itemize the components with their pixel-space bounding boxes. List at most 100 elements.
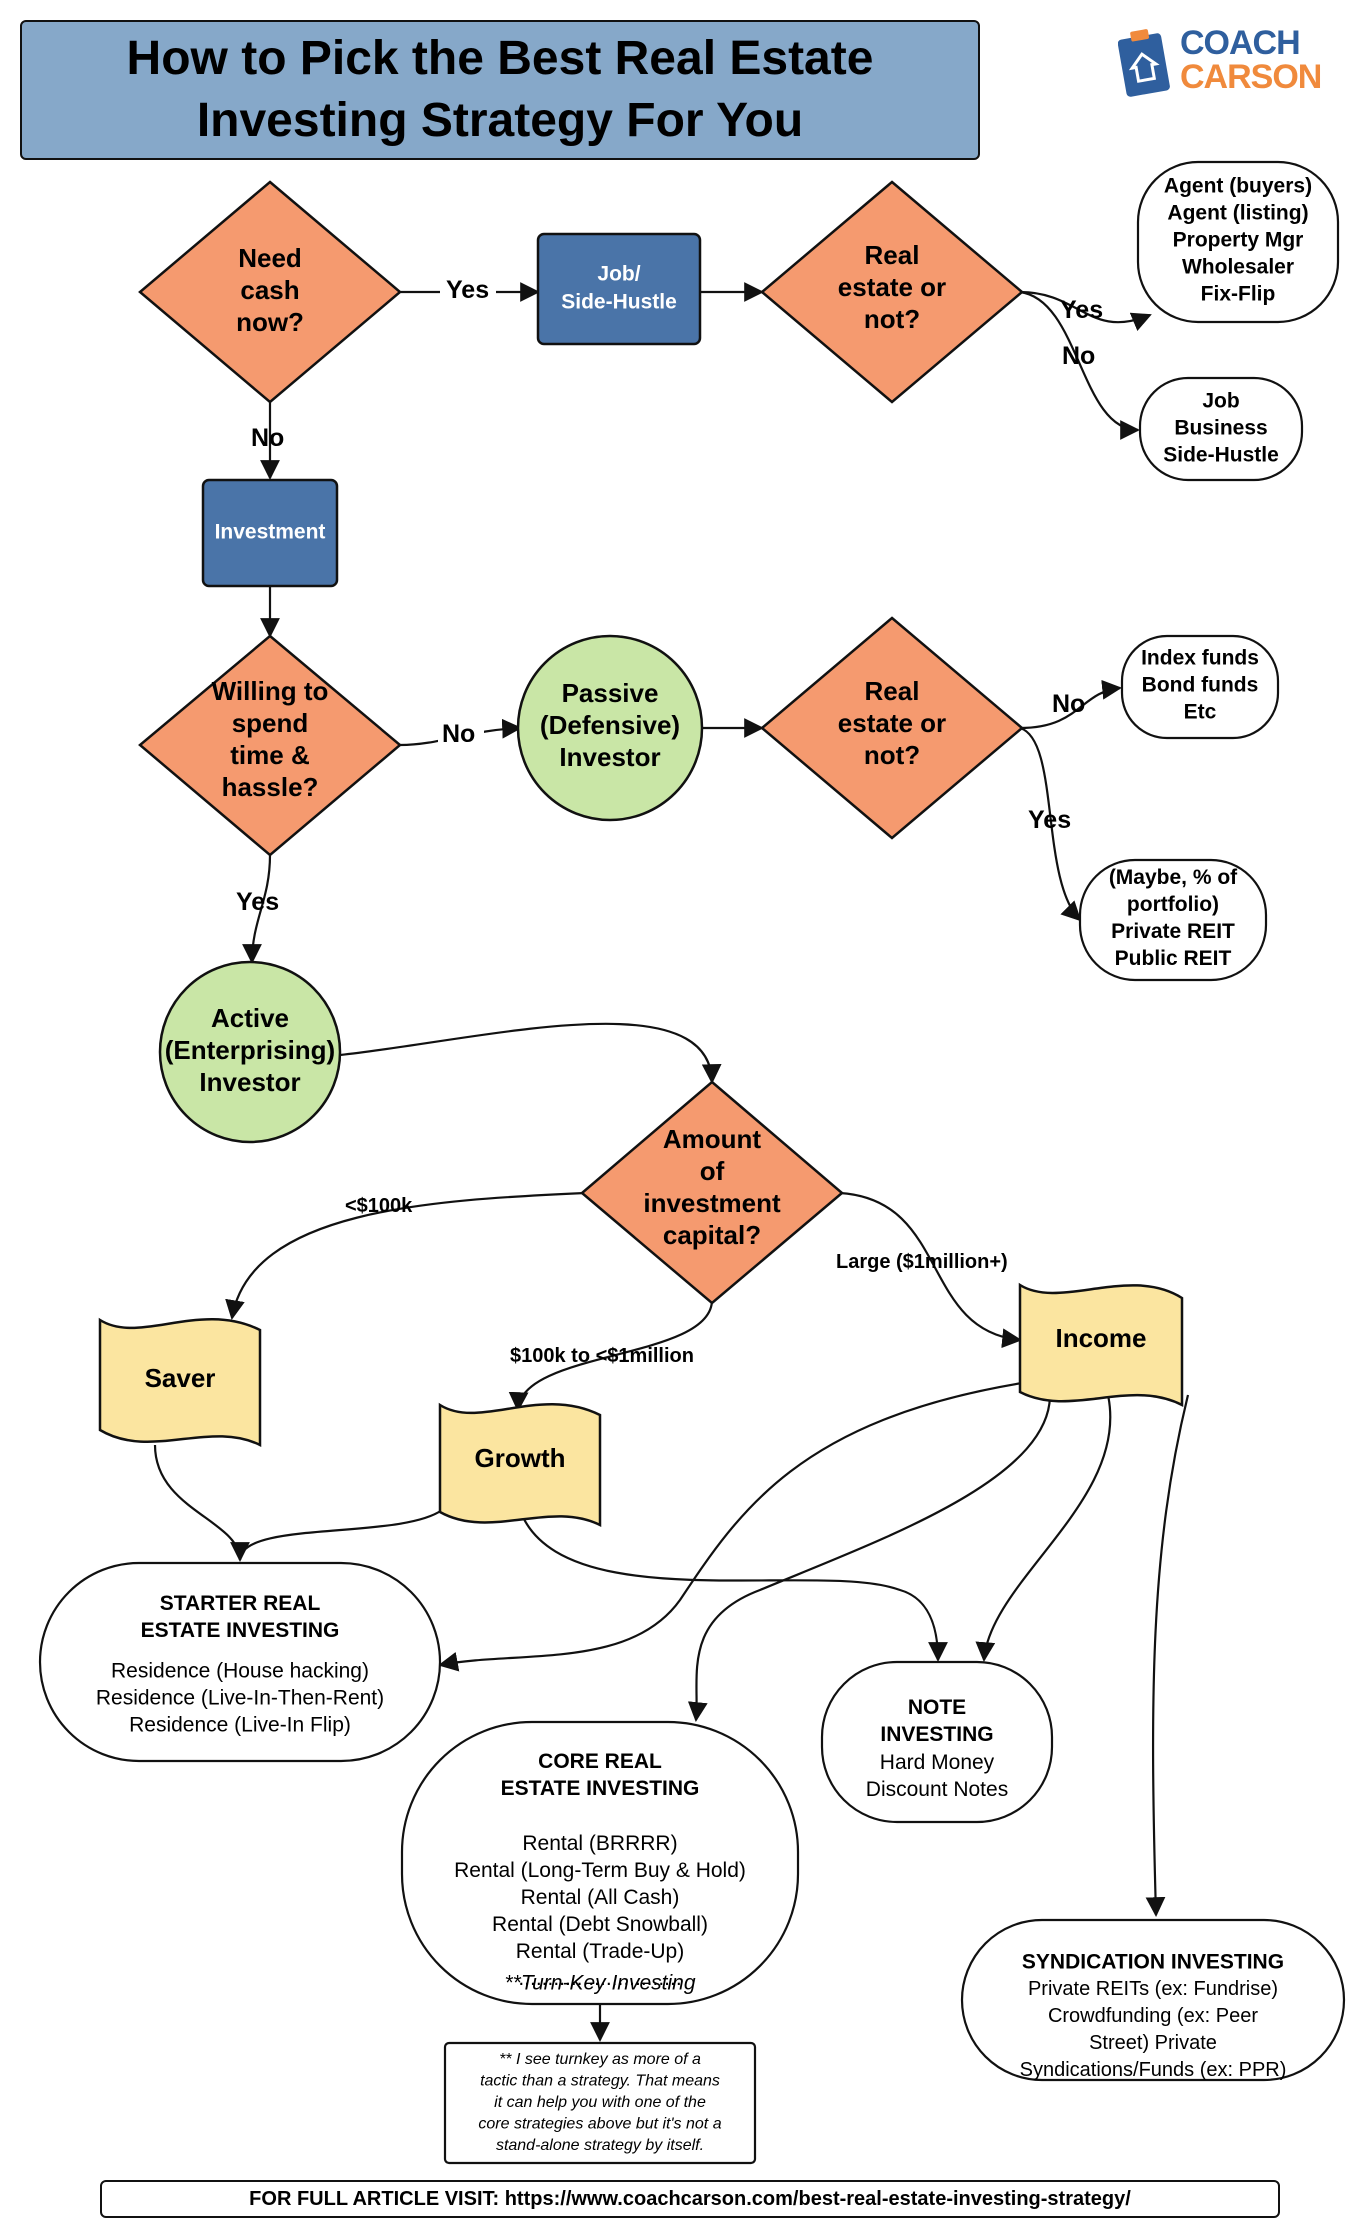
- edge-real-estate-yes: [1019, 290, 1152, 331]
- strategy-note: [820, 1660, 1054, 1824]
- turnkey-note-text-line-1: ** I see turnkey as more of a: [499, 2051, 701, 2068]
- note-items-line-1: Hard Money: [880, 1751, 995, 1774]
- logo-word-coach: COACH: [1180, 24, 1301, 62]
- note-heading-line-2: INVESTING: [880, 1723, 993, 1746]
- edge-capital-to-growth: [508, 1299, 714, 1412]
- core-items-line-2: Rental (Long-Term Buy & Hold): [454, 1859, 746, 1882]
- saver-label-line-1: Saver: [145, 1363, 216, 1393]
- decision-need-cash: [138, 180, 402, 404]
- outcome-agent-label-line-2: Agent (listing): [1167, 202, 1308, 225]
- core-items-line-5: Rental (Trade-Up): [516, 1940, 684, 1963]
- real-estate-1-label-line-3: not?: [864, 304, 920, 334]
- process-job-side-hustle: [536, 232, 702, 346]
- document-growth: [438, 1402, 602, 1528]
- core-heading-line-1: CORE REAL: [538, 1750, 662, 1773]
- outcome-reit-label-line-3: Private REIT: [1111, 920, 1235, 943]
- edge-real-estate-2-no: [1019, 679, 1122, 730]
- real-estate-2-label-line-1: Real: [865, 676, 920, 706]
- outcome-reit-label-line-2: portfolio): [1127, 893, 1219, 916]
- core-items-line-3: Rental (All Cash): [521, 1886, 680, 1909]
- edge-label-mid: $100k to <$1million: [510, 1345, 694, 1367]
- edge-willing-to-active: [242, 854, 272, 964]
- outcome-job: [1138, 376, 1304, 482]
- willing-label-line-2: spend: [232, 708, 309, 738]
- decision-willing: [138, 634, 402, 857]
- job-side-hustle-label-line-2: Side-Hustle: [561, 291, 677, 314]
- turnkey-note-text-line-5: stand-alone strategy by itself.: [496, 2137, 704, 2154]
- note-heading-line-1: NOTE: [908, 1696, 966, 1719]
- decision-real-estate-2: [760, 616, 1024, 840]
- clipboard-house-icon: [1118, 29, 1170, 97]
- core-items-line-6: ............................: [518, 1967, 681, 1990]
- syndication-heading-line-1: SYNDICATION INVESTING: [1022, 1951, 1284, 1974]
- investment-label-line-1: Investment: [215, 521, 326, 544]
- active-label-line-2: (Enterprising): [165, 1035, 335, 1065]
- outcome-agent-label-line-4: Wholesaler: [1182, 256, 1294, 279]
- growth-label-line-1: Growth: [475, 1443, 566, 1473]
- footer-link[interactable]: FOR FULL ARTICLE VISIT: https://www.coac…: [100, 2180, 1280, 2218]
- edge-growth-to-starter: [238, 1509, 443, 1561]
- edge-income-to-note: [975, 1394, 1112, 1662]
- passive-label-line-3: Investor: [559, 742, 660, 772]
- real-estate-1-label-line-2: estate or: [838, 272, 946, 302]
- core-heading-line-2: ESTATE INVESTING: [501, 1777, 700, 1800]
- edge-real-estate-2-yes: [1019, 726, 1082, 922]
- connectors: [153, 282, 1190, 2042]
- outcome-job-label-line-2: Business: [1174, 417, 1267, 440]
- core-turnkey-line-1: **Turn-Key Investing: [504, 1972, 695, 1995]
- edge-label-large: Large ($1million+): [836, 1251, 1008, 1273]
- outcome-agent-label-line-5: Fix-Flip: [1201, 283, 1276, 306]
- real-estate-2-label-line-2: estate or: [838, 708, 946, 738]
- outcome-index-label-line-3: Etc: [1184, 701, 1217, 724]
- edge-real-estate-no: [1019, 290, 1140, 440]
- edge-label-yes-1: Yes: [446, 276, 489, 304]
- edge-label-no-4: No: [1052, 690, 1085, 718]
- document-saver: [98, 1317, 262, 1448]
- edge-income-to-core: [687, 1394, 1052, 1722]
- edge-income-to-syndication: [1145, 1394, 1190, 1917]
- syndication-items-line-3: Street) Private: [1089, 2032, 1217, 2054]
- edge-capital-to-income: [839, 1191, 1022, 1349]
- decision-capital: [580, 1080, 844, 1305]
- capital-label-line-4: capital?: [663, 1220, 761, 1250]
- syndication-items-line-2: Crowdfunding (ex: Peer: [1048, 2005, 1258, 2027]
- need-cash-label-line-1: Need: [238, 243, 302, 273]
- turnkey-note-box: [443, 2041, 757, 2165]
- outcome-job-label-line-3: Side-Hustle: [1163, 444, 1279, 467]
- note-items-line-2: Discount Notes: [866, 1778, 1008, 1801]
- outcome-job-label-line-1: Job: [1202, 390, 1239, 413]
- starter-heading-line-1: STARTER REAL: [160, 1592, 321, 1615]
- outcome-index: [1120, 634, 1280, 740]
- coach-carson-logo: COACH CARSON: [1118, 22, 1338, 102]
- turnkey-note-text-line-2: tactic than a strategy. That means: [480, 2073, 720, 2090]
- edge-label-lt-100k: <$100k: [345, 1195, 413, 1217]
- need-cash-label-line-3: now?: [236, 307, 304, 337]
- edge-label-yes-4: Yes: [1028, 806, 1071, 834]
- capital-label-line-1: Amount: [663, 1124, 762, 1154]
- outcome-reit: [1078, 858, 1268, 982]
- willing-label-line-3: time &: [230, 740, 309, 770]
- turnkey-note-text-line-3: it can help you with one of the: [494, 2094, 706, 2111]
- capital-label-line-3: investment: [643, 1188, 781, 1218]
- process-investment: [201, 478, 339, 588]
- syndication-items-line-4: Syndications/Funds (ex: PPR): [1020, 2059, 1287, 2081]
- job-side-hustle-label-line-1: Job/: [597, 263, 640, 286]
- edge-label-no-2: No: [1062, 342, 1095, 370]
- willing-label-line-4: hassle?: [222, 772, 319, 802]
- passive-label-line-1: Passive: [562, 678, 659, 708]
- investor-passive: [516, 634, 704, 822]
- title-line-2: Investing Strategy For You: [196, 94, 804, 147]
- starter-items-line-1: Residence (House hacking): [111, 1660, 369, 1683]
- title-banner: How to Pick the Best Real Estate Investi…: [20, 20, 980, 160]
- real-estate-1-label-line-1: Real: [865, 240, 920, 270]
- investor-active: [158, 960, 342, 1144]
- edge-label-yes-3: Yes: [236, 888, 279, 916]
- passive-label-line-2: (Defensive): [540, 710, 680, 740]
- active-label-line-3: Investor: [199, 1067, 300, 1097]
- strategy-syndication: [960, 1918, 1346, 2082]
- core-items-line-4: Rental (Debt Snowball): [492, 1913, 708, 1936]
- edge-growth-to-note: [518, 1509, 948, 1662]
- edge-capital-to-saver: [225, 1191, 586, 1320]
- edge-label-yes-2: Yes: [1060, 296, 1103, 324]
- edge-income-to-starter: [438, 1381, 1023, 1672]
